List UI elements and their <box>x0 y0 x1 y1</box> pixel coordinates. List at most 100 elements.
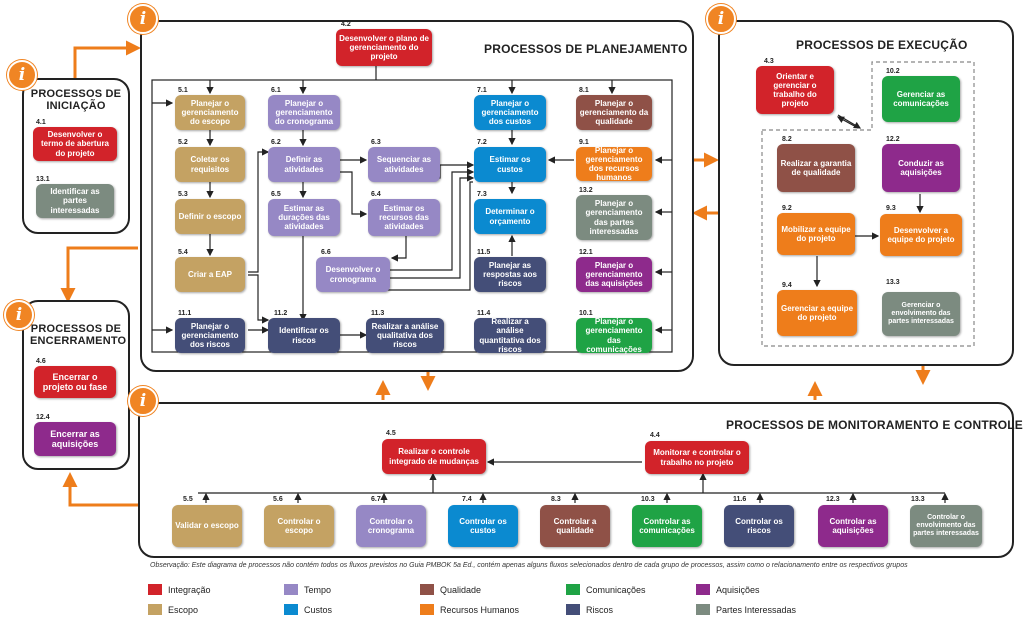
process-box[interactable]: Planejar o gerenciamento das partes inte… <box>576 195 652 240</box>
process-number: 13.1 <box>36 176 50 183</box>
legend-label: Riscos <box>586 604 614 615</box>
group-flow-arrows <box>60 40 931 507</box>
process-box[interactable]: Estimar os custos <box>474 147 546 182</box>
process-box[interactable]: Criar a EAP <box>175 257 245 292</box>
process-box[interactable]: Gerenciar as comunicações <box>882 76 960 122</box>
legend-swatch <box>284 584 298 595</box>
process-box[interactable]: Estimar as durações das atividades <box>268 199 340 236</box>
process-box[interactable]: Planejar as respostas aos riscos <box>474 257 546 292</box>
process-box[interactable]: Gerenciar a equipe do projeto <box>777 290 857 336</box>
info-icon-initiation[interactable]: i <box>7 60 37 90</box>
execution-dashed-frame <box>761 61 975 347</box>
process-number: 5.1 <box>178 87 188 94</box>
process-box[interactable]: Controlar os custos <box>448 505 518 547</box>
process-box[interactable]: Planejar o gerenciamento dos custos <box>474 95 546 130</box>
process-box[interactable]: Realizar o controle integrado de mudança… <box>382 439 486 474</box>
process-number: 11.1 <box>178 310 192 317</box>
process-box[interactable]: Planejar o gerenciamento dos riscos <box>175 318 245 353</box>
execution-panel <box>718 20 1014 366</box>
process-box[interactable]: Validar o escopo <box>172 505 242 547</box>
process-box[interactable]: Orientar e gerenciar o trabalho do proje… <box>756 66 834 114</box>
legend-label: Recursos Humanos <box>440 604 520 615</box>
legend-item: Recursos Humanos <box>420 604 519 615</box>
legend-swatch <box>696 584 710 595</box>
process-box[interactable]: Planejar o gerenciamento da qualidade <box>576 95 652 130</box>
process-box[interactable]: Desenvolver a equipe do projeto <box>880 214 962 256</box>
process-box[interactable]: Definir as atividades <box>268 147 340 182</box>
process-number: 11.6 <box>733 496 747 503</box>
process-number: 11.2 <box>274 310 288 317</box>
legend-item: Custos <box>284 604 332 615</box>
process-number: 7.3 <box>477 191 487 198</box>
process-box[interactable]: Controlar o cronograma <box>356 505 426 547</box>
process-box[interactable]: Controlar os riscos <box>724 505 794 547</box>
legend-swatch <box>420 584 434 595</box>
process-number: 13.3 <box>886 279 900 286</box>
process-box[interactable]: Encerrar o projeto ou fase <box>34 366 116 398</box>
execution-title: PROCESSOS DE EXECUÇÃO <box>796 38 968 52</box>
process-number: 9.1 <box>579 139 589 146</box>
process-box[interactable]: Realizar a garantia de qualidade <box>777 144 855 192</box>
process-box[interactable]: Controlar a qualidade <box>540 505 610 547</box>
process-number: 7.4 <box>462 496 472 503</box>
info-icon-monitoring[interactable]: i <box>128 386 158 416</box>
process-box[interactable]: Controlar o envolvimento das partes inte… <box>910 505 982 547</box>
initiation-title: PROCESSOS DE INICIAÇÃO <box>30 88 122 112</box>
process-box[interactable]: Definir o escopo <box>175 199 245 234</box>
process-number: 11.3 <box>371 310 385 317</box>
process-number: 10.1 <box>579 310 593 317</box>
process-box[interactable]: Planejar o gerenciamento das comunicaçõe… <box>576 317 652 354</box>
process-box[interactable]: Identificar os riscos <box>268 318 340 353</box>
process-number: 4.6 <box>36 358 46 365</box>
process-box[interactable]: Monitorar e controlar o trabalho no proj… <box>645 441 749 474</box>
legend-label: Integração <box>168 584 211 595</box>
process-number: 6.4 <box>371 191 381 198</box>
process-box[interactable]: Conduzir as aquisições <box>882 144 960 192</box>
process-number: 7.2 <box>477 139 487 146</box>
process-box[interactable]: Encerrar as aquisições <box>34 422 116 456</box>
process-box[interactable]: Planejar o gerenciamento do escopo <box>175 95 245 130</box>
process-box[interactable]: Controlar as aquisições <box>818 505 888 547</box>
info-icon-planning[interactable]: i <box>128 4 158 34</box>
legend-swatch <box>148 584 162 595</box>
process-number: 6.6 <box>321 249 331 256</box>
process-box[interactable]: Mobilizar a equipe do projeto <box>777 213 855 255</box>
process-number: 4.1 <box>36 119 46 126</box>
process-box[interactable]: Controlar as comunicações <box>632 505 702 547</box>
process-box[interactable]: Planejar o gerenciamento das aquisições <box>576 257 652 292</box>
process-number: 6.1 <box>271 87 281 94</box>
legend-item: Aquisições <box>696 584 760 595</box>
process-box[interactable]: Desenvolver o cronograma <box>316 257 390 292</box>
process-box[interactable]: Coletar os requisitos <box>175 147 245 182</box>
process-number: 5.4 <box>178 249 188 256</box>
process-number: 7.1 <box>477 87 487 94</box>
process-number: 12.3 <box>826 496 840 503</box>
legend-item: Riscos <box>566 604 613 615</box>
process-box[interactable]: Estimar os recursos das atividades <box>368 199 440 236</box>
legend-swatch <box>420 604 434 615</box>
process-box[interactable]: Identificar as partes interessadas <box>36 184 114 218</box>
legend-label: Escopo <box>168 604 199 615</box>
process-number: 6.7 <box>371 496 381 503</box>
process-number: 5.5 <box>183 496 193 503</box>
process-box[interactable]: Desenvolver o plano de gerenciamento do … <box>336 29 432 66</box>
process-number: 4.4 <box>650 432 660 439</box>
process-box[interactable]: Controlar o escopo <box>264 505 334 547</box>
process-box[interactable]: Sequenciar as atividades <box>368 147 440 182</box>
process-number: 8.1 <box>579 87 589 94</box>
process-number: 6.3 <box>371 139 381 146</box>
process-box[interactable]: Desenvolver o termo de abertura do proje… <box>33 127 117 161</box>
process-box[interactable]: Planejar o gerenciamento dos recursos hu… <box>576 146 652 182</box>
process-number: 9.2 <box>782 205 792 212</box>
legend-item: Comunicações <box>566 584 646 595</box>
info-icon-execution[interactable]: i <box>706 4 736 34</box>
process-box[interactable]: Planejar o gerenciamento do cronograma <box>268 95 340 130</box>
process-box[interactable]: Realizar a análise quantitativa dos risc… <box>474 317 546 354</box>
process-box[interactable]: Realizar a análise qualitativa dos risco… <box>366 318 444 353</box>
process-number: 13.2 <box>579 187 593 194</box>
info-icon-closing[interactable]: i <box>4 300 34 330</box>
legend-label: Aquisições <box>716 584 760 595</box>
process-box[interactable]: Gerenciar o envolvimento das partes inte… <box>882 292 960 336</box>
process-number: 10.2 <box>886 68 900 75</box>
process-box[interactable]: Determinar o orçamento <box>474 199 546 234</box>
